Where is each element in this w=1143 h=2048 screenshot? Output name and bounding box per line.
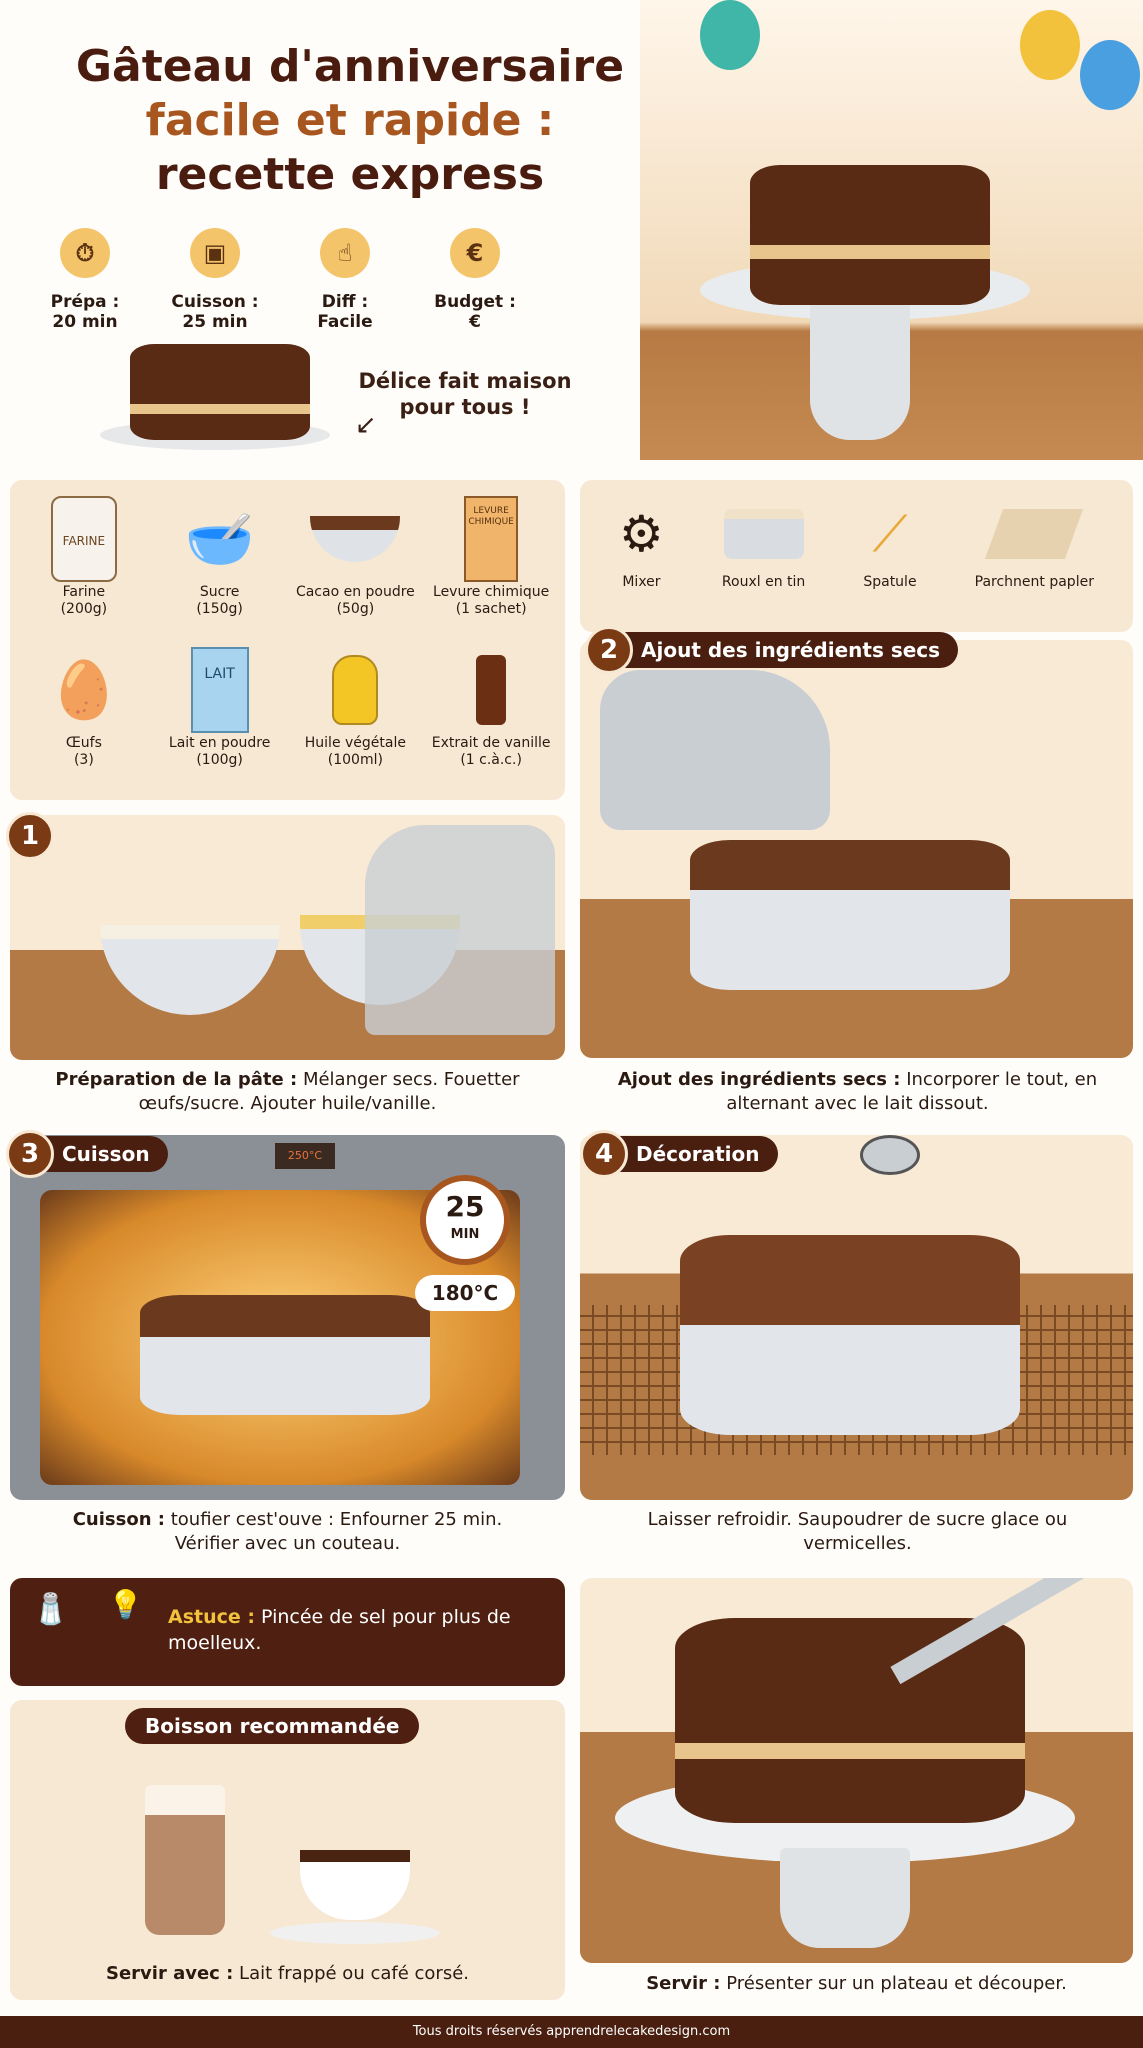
step-2-caption: Ajout des ingrédients secs : Incorporer … bbox=[617, 1069, 1098, 1114]
sliced-cake bbox=[675, 1618, 1025, 1823]
euro-hand-icon: € bbox=[450, 228, 500, 278]
step-4-caption: Laisser refroidir. Saupoudrer de sucre g… bbox=[647, 1509, 1068, 1554]
tools-panel: ⚙Mixer Rouxl en tin ⟋Spatule Parchnent p… bbox=[580, 480, 1133, 632]
cocoa-bowl-icon bbox=[288, 494, 424, 584]
temperature-badge: 180°C bbox=[415, 1275, 515, 1311]
baking-powder-icon: LEVURE CHIMIQUE bbox=[423, 494, 559, 584]
footer: Tous droits réservés apprendrelecakedesi… bbox=[0, 2016, 1143, 2048]
cake-cream-layer bbox=[750, 245, 990, 259]
stat-difficulty: ☝Diff :Facile bbox=[290, 228, 400, 332]
timer-badge: 25 MIN bbox=[420, 1175, 510, 1265]
parchment-roll-icon bbox=[975, 494, 1094, 574]
step-1-caption: Préparation de la pâte : Mélanger secs. … bbox=[55, 1069, 520, 1114]
serve-illustration bbox=[580, 1578, 1133, 1963]
chocolate-cake bbox=[750, 165, 990, 305]
ingredient-item: 🥚Œufs(3) bbox=[16, 645, 152, 786]
family-cake-illustration bbox=[640, 0, 1143, 460]
stat-prep: ⏱Prépa :20 min bbox=[30, 228, 140, 332]
page-title: Gâteau d'anniversaire facile et rapide :… bbox=[75, 41, 625, 200]
milkshake-glass bbox=[145, 1785, 225, 1935]
step-3-illustration: 250°C 25 MIN 180°C bbox=[10, 1135, 565, 1500]
flour-jar-icon: FARINE bbox=[16, 494, 152, 584]
spatula-icon: ⟋ bbox=[872, 504, 908, 563]
tool-item: Rouxl en tin bbox=[722, 494, 805, 618]
drink-title: Boisson recommandée bbox=[125, 1708, 420, 1744]
milk-powder-icon: LAIT bbox=[152, 645, 288, 735]
serve-caption: Servir : Présenter sur un plateau et déc… bbox=[646, 1973, 1067, 1994]
tool-item: ⚙Mixer bbox=[619, 494, 664, 618]
stand-mixer-icon: ⚙ bbox=[619, 505, 664, 563]
cake-stand-base bbox=[810, 300, 910, 440]
saucer bbox=[270, 1922, 440, 1944]
ingredient-item: Cacao en poudre(50g) bbox=[288, 494, 424, 635]
oven-display: 250°C bbox=[275, 1143, 335, 1169]
hand-pointer-icon: ☝ bbox=[320, 228, 370, 278]
coffee-cup bbox=[300, 1850, 410, 1920]
vanilla-bottle-icon bbox=[423, 645, 559, 735]
cake-tin bbox=[140, 1295, 430, 1415]
drink-panel: Boisson recommandée Servir avec : Lait f… bbox=[10, 1700, 565, 2000]
stopwatch-icon: ⏱ bbox=[60, 228, 110, 278]
drink-caption: Servir avec : Lait frappé ou café corsé. bbox=[106, 1963, 469, 1984]
step-3-caption: Cuisson : toufier cest'ouve : Enfourner … bbox=[72, 1509, 503, 1554]
cake-tin-batter bbox=[690, 840, 1010, 990]
balloon bbox=[700, 0, 760, 70]
stand-mixer bbox=[365, 825, 555, 1035]
whisk-bowl bbox=[100, 925, 280, 1015]
ingredient-item: Extrait de vanille(1 c.à.c.) bbox=[423, 645, 559, 786]
oven-icon: ▣ bbox=[190, 228, 240, 278]
balloon bbox=[1020, 10, 1080, 80]
cake-stand-base bbox=[780, 1848, 910, 1948]
stat-cook: ▣Cuisson :25 min bbox=[160, 228, 270, 332]
cake-cream-layer bbox=[675, 1743, 1025, 1759]
step-1-badge: 1 bbox=[6, 812, 54, 860]
recipe-stats: ⏱Prépa :20 min ▣Cuisson :25 min ☝Diff :F… bbox=[30, 228, 530, 332]
step-1-illustration bbox=[10, 815, 565, 1060]
small-cake bbox=[130, 344, 310, 440]
stat-budget: €Budget :€ bbox=[420, 228, 530, 332]
dusted-cake bbox=[680, 1235, 1020, 1435]
hands-holding-cake bbox=[0, 320, 340, 460]
tool-item: Parchnent papler bbox=[975, 494, 1094, 618]
ingredient-item: 🥣Sucre(150g) bbox=[152, 494, 288, 635]
oil-bottle-icon bbox=[288, 645, 424, 735]
tool-item: ⟋Spatule bbox=[863, 494, 916, 618]
sugar-bowl-icon: 🥣 bbox=[184, 506, 255, 572]
ingredient-item: Huile végétale(100ml) bbox=[288, 645, 424, 786]
tagline: Délice fait maison pour tous ! bbox=[358, 369, 572, 419]
step-2-illustration bbox=[580, 640, 1133, 1058]
step-4-illustration bbox=[580, 1135, 1133, 1500]
tip-box: 🧂 💡 Astuce : Pincée de sel pour plus de … bbox=[10, 1578, 565, 1686]
stand-mixer bbox=[600, 670, 830, 830]
sieve-icon bbox=[860, 1135, 920, 1175]
cake-cream-layer bbox=[130, 404, 310, 414]
balloon bbox=[1080, 40, 1140, 110]
lightbulb-icon: 💡 bbox=[108, 1588, 143, 1621]
curved-arrow-icon: ↙ bbox=[355, 410, 377, 440]
cake-tin-icon bbox=[722, 494, 805, 574]
eggs-icon: 🥚 bbox=[49, 657, 119, 723]
salt-shaker-icon: 🧂 bbox=[32, 1592, 70, 1627]
tip-text: Astuce : Pincée de sel pour plus de moel… bbox=[168, 1606, 511, 1654]
